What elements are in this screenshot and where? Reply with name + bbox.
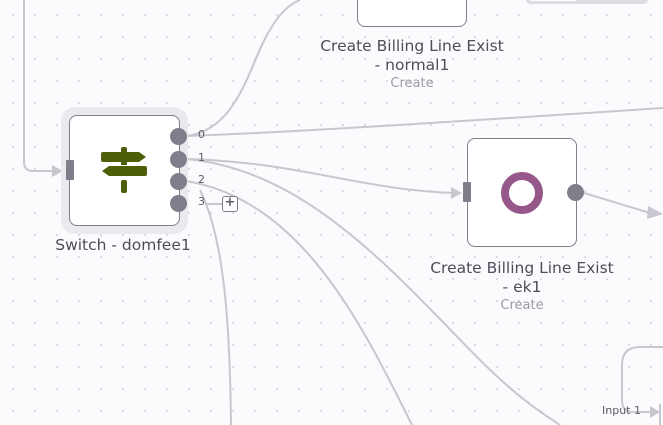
node-ek-title-line2: - ek1: [502, 278, 542, 296]
node-normal-title: Create Billing Line Exist - normal1 Crea…: [290, 37, 534, 92]
switch-output-1-handle[interactable]: [170, 151, 187, 168]
toolbar-fragment: [526, 0, 648, 4]
connection-switch-1-down: [185, 158, 561, 425]
node-switch-title: Switch - domfee1: [55, 236, 191, 254]
switch-output-2-handle[interactable]: [170, 173, 187, 190]
connection-switch-0-normal: [185, 0, 301, 137]
connection-switch-0-right: [185, 107, 663, 137]
connection-ek-out: [583, 192, 651, 214]
node-normal-title-line2: - normal1: [374, 56, 450, 74]
ek-output-handle[interactable]: [567, 184, 584, 201]
node-ek-subtitle: Create: [500, 298, 544, 313]
node-create-billing-normal[interactable]: [357, 0, 467, 27]
switch-output-3-label: 3: [198, 195, 205, 208]
node-create-billing-ek[interactable]: [467, 138, 577, 247]
arrowhead-ek-out: [647, 206, 663, 219]
switch-output-0-label: 0: [198, 128, 205, 141]
connection-switch-2-down-left: [199, 189, 232, 425]
node-switch[interactable]: [69, 115, 180, 226]
node-normal-subtitle: Create: [390, 76, 434, 91]
node-ek-title: Create Billing Line Exist - ek1 Create: [400, 259, 644, 314]
connection-switch-2-down: [185, 180, 413, 425]
switch-output-3-handle[interactable]: [170, 195, 187, 212]
signpost-icon: [101, 147, 147, 193]
connection-input-loop: [621, 346, 663, 413]
arrowhead-switch-in: [52, 165, 63, 177]
node-ek-title-line1: Create Billing Line Exist: [430, 259, 614, 277]
add-output-3-button[interactable]: +: [222, 196, 238, 212]
ring-icon: [501, 172, 543, 214]
switch-output-1-label: 1: [198, 151, 205, 164]
switch-output-2-label: 2: [198, 173, 205, 186]
node-normal-title-line1: Create Billing Line Exist: [320, 37, 504, 55]
connection-into-switch: [23, 0, 56, 172]
switch-output-0-handle[interactable]: [170, 128, 187, 145]
connection-switch-1-ek: [185, 158, 456, 194]
arrowhead-ek-in: [451, 187, 462, 199]
ek-input-handle[interactable]: [463, 182, 471, 202]
input-1-label: Input 1: [602, 404, 641, 417]
switch-input-handle[interactable]: [66, 160, 74, 180]
switch-output-3-stub: [206, 203, 222, 205]
arrowhead-input1: [650, 406, 660, 418]
